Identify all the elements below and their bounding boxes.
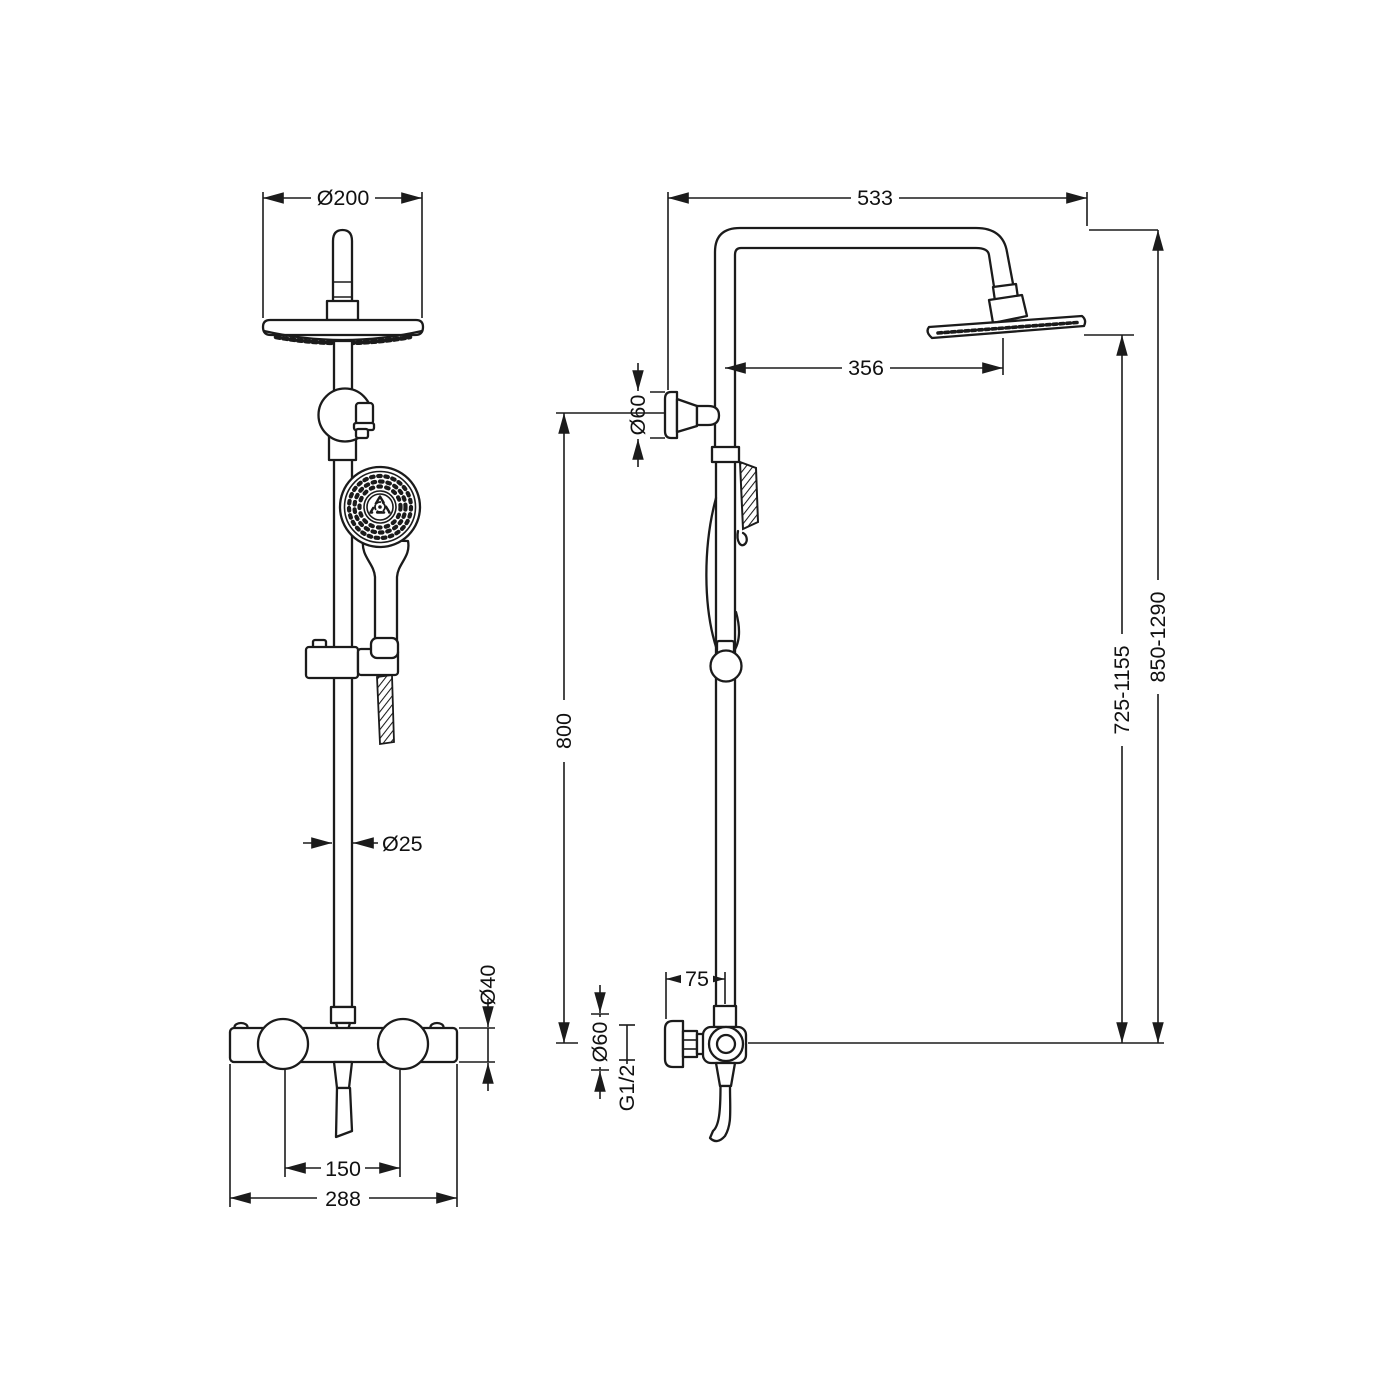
side-view	[663, 226, 1087, 1143]
front-handset-head	[338, 465, 422, 549]
front-shower-head	[261, 318, 425, 337]
front-valve-knob-left	[256, 1017, 310, 1071]
dim-inlet-thread: G1/2	[615, 1024, 639, 1112]
side-valve-hose	[708, 1084, 732, 1143]
side-wall-bracket	[663, 390, 721, 440]
dim-head-projection: 356	[725, 338, 1004, 380]
dim-label-head-diameter: Ø200	[317, 186, 370, 210]
front-handset-cup	[369, 636, 400, 660]
front-top-pipe	[331, 228, 354, 304]
dim-range-head-to-valve: 725-1155	[748, 334, 1164, 1044]
side-handset	[738, 460, 760, 531]
dim-offset: 75	[665, 967, 726, 1019]
front-valve-outlet	[334, 1086, 354, 1139]
front-slider-clamp	[304, 638, 400, 680]
dim-label-rail-height: 800	[552, 713, 576, 749]
dim-label-valve-width: 288	[325, 1187, 361, 1211]
dim-valve-centres: 150	[284, 1070, 401, 1181]
dim-label-plate-diameter-bottom: Ø60	[588, 1022, 612, 1063]
dim-label-valve-centres: 150	[325, 1157, 361, 1181]
side-shower-head	[926, 282, 1087, 340]
dim-label-valve-body-diameter: Ø40	[476, 965, 500, 1006]
side-riser-pipe	[714, 458, 737, 1009]
side-slider-knob	[709, 649, 743, 683]
side-valve	[663, 1004, 748, 1143]
dim-bracket-diameter-top: Ø60	[626, 363, 665, 467]
dim-label-offset: 75	[685, 967, 709, 991]
front-head-mount	[325, 299, 360, 322]
side-hose-loop	[705, 496, 719, 652]
dim-label-head-projection: 356	[848, 356, 884, 380]
front-hose	[376, 673, 395, 746]
dim-valve-body-diameter: Ø40	[459, 965, 500, 1091]
dim-valve-width: 288	[229, 1064, 458, 1211]
dim-label-arm-reach: 533	[857, 186, 893, 210]
dim-label-bracket-diameter-top: Ø60	[626, 395, 650, 436]
side-pipe-joint	[710, 445, 741, 464]
front-valve-knob-right	[376, 1017, 430, 1071]
dim-head-diameter: Ø200	[262, 186, 423, 318]
dim-label-range-overall: 850-1290	[1146, 592, 1170, 683]
dim-range-overall: 850-1290	[1089, 229, 1171, 1043]
dim-rail-diameter: Ø25	[303, 832, 423, 856]
dim-label-inlet-thread: G1/2	[615, 1065, 639, 1112]
side-handset-hook	[736, 529, 748, 547]
dim-plate-diameter-bottom: Ø60	[588, 985, 612, 1099]
dim-rail-height: 800	[552, 412, 665, 1044]
front-view	[228, 228, 459, 1139]
front-rail-connector	[329, 1005, 357, 1025]
dim-arm-reach: 533	[667, 186, 1088, 390]
front-bracket-knob	[354, 401, 375, 426]
dim-label-rail-diameter: Ø25	[382, 832, 423, 856]
dim-label-range-head-to-valve: 725-1155	[1110, 645, 1134, 734]
front-valve	[228, 1017, 459, 1139]
